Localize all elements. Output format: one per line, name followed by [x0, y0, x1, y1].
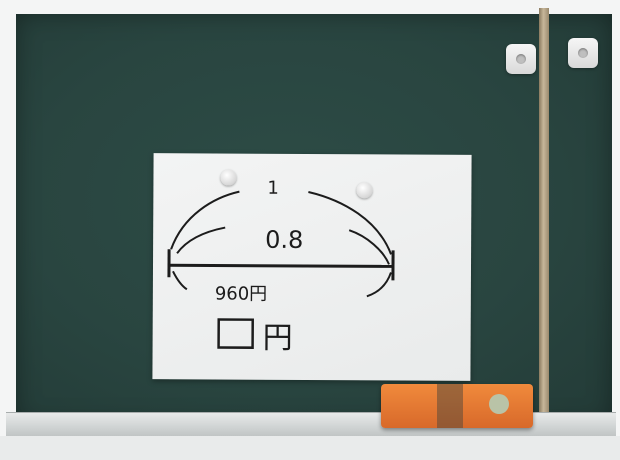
- arc-outer-left: [171, 191, 239, 249]
- map-rail-rod: [539, 8, 549, 412]
- rail-clip-right: [568, 38, 598, 68]
- answer-unit: 円: [263, 321, 293, 356]
- arc-inner-left: [177, 227, 225, 253]
- arc-lower-left: [173, 271, 187, 289]
- rail-clip-left: [506, 44, 536, 74]
- label-rate: 0.8: [265, 226, 303, 254]
- label-price: 960円: [215, 283, 267, 304]
- arc-inner-right: [349, 230, 389, 264]
- lower-margin: [0, 436, 620, 460]
- chalkboard-eraser: [381, 384, 533, 428]
- answer-box: [219, 320, 253, 348]
- eraser-tag: [489, 394, 509, 414]
- number-line: [169, 265, 393, 266]
- label-one: 1: [267, 178, 279, 199]
- worksheet-paper: 1 0.8 960円 円: [152, 153, 471, 381]
- arc-lower-right: [367, 272, 391, 296]
- arc-outer-right: [308, 192, 391, 254]
- eraser-band: [437, 384, 463, 428]
- ratio-diagram: 1 0.8 960円 円: [152, 153, 471, 381]
